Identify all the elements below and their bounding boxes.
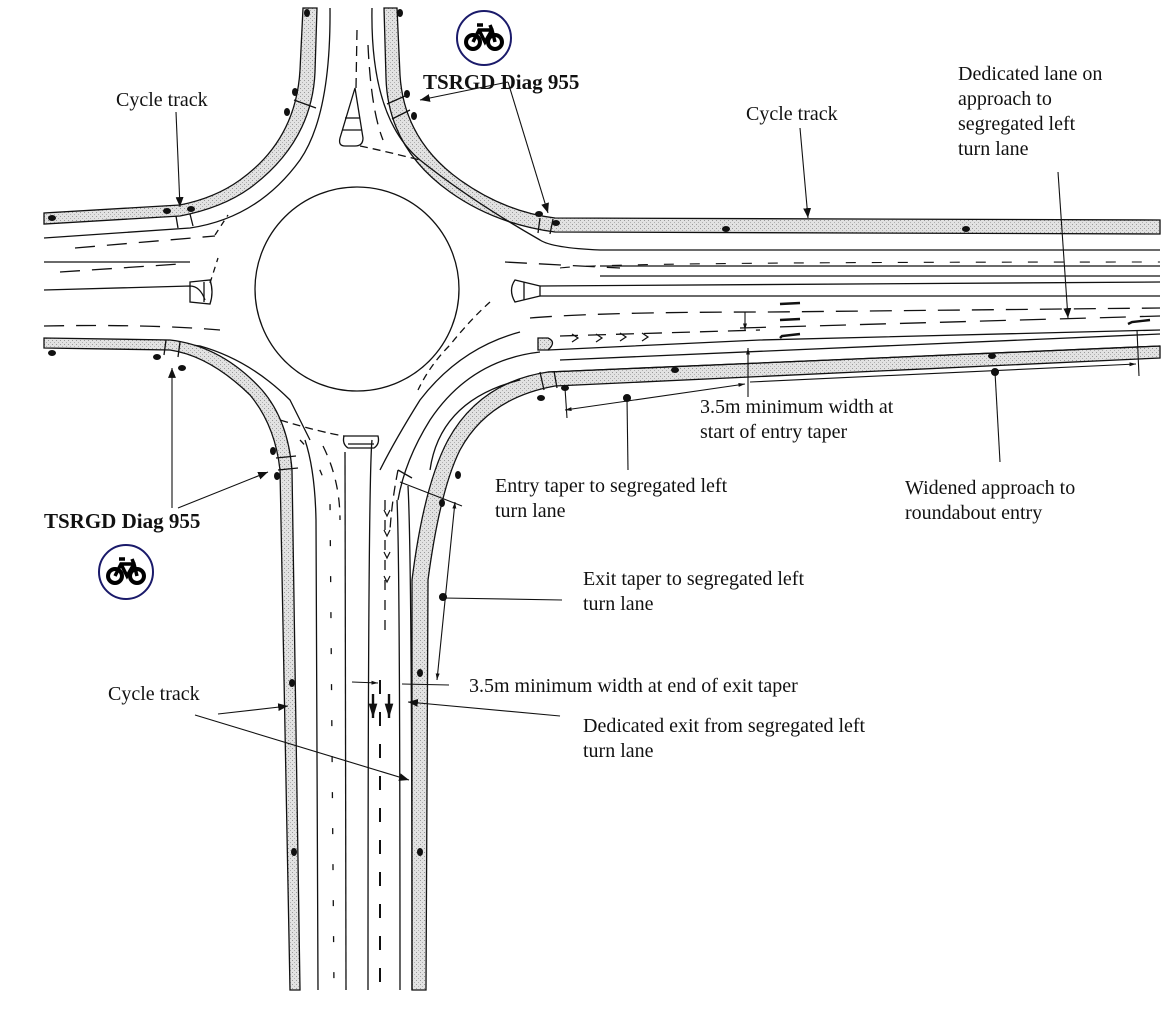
label-min-width-entry: 3.5m minimum width at start of entry tap… (700, 396, 894, 443)
label-cycle-track-nw: Cycle track (116, 89, 208, 111)
bicycle-icon (106, 557, 146, 585)
label-cycle-track-sw: Cycle track (108, 683, 200, 705)
cycle-track-ne (383, 7, 1161, 235)
label-entry-taper: Entry taper to segregated left turn lane (495, 475, 728, 522)
label-widened-approach: Widened approach to roundabout entry (905, 477, 1076, 524)
central-island (254, 186, 460, 392)
label-dedicated-lane: Dedicated lane on approach to segregated… (958, 63, 1103, 160)
label-min-width-exit: 3.5m minimum width at end of exit taper (469, 675, 798, 697)
lane-arrows (368, 301, 1151, 718)
cycle-route-sign-top (456, 10, 512, 66)
label-tsrgd-top: TSRGD Diag 955 (423, 70, 580, 94)
label-dedicated-exit: Dedicated exit from segregated left turn… (583, 715, 866, 762)
cycle-track-se (411, 345, 1161, 991)
chevron-markings (571, 332, 650, 343)
label-exit-taper: Exit taper to segregated left turn lane (583, 568, 805, 615)
leader-lines (168, 81, 1140, 781)
label-tsrgd-left: TSRGD Diag 955 (44, 509, 201, 533)
bicycle-icon (464, 23, 504, 51)
cycle-route-sign-left (98, 544, 154, 600)
cycle-track-nw (43, 7, 318, 225)
label-cycle-track-ne: Cycle track (746, 103, 838, 125)
cycle-track-sw (43, 337, 301, 991)
